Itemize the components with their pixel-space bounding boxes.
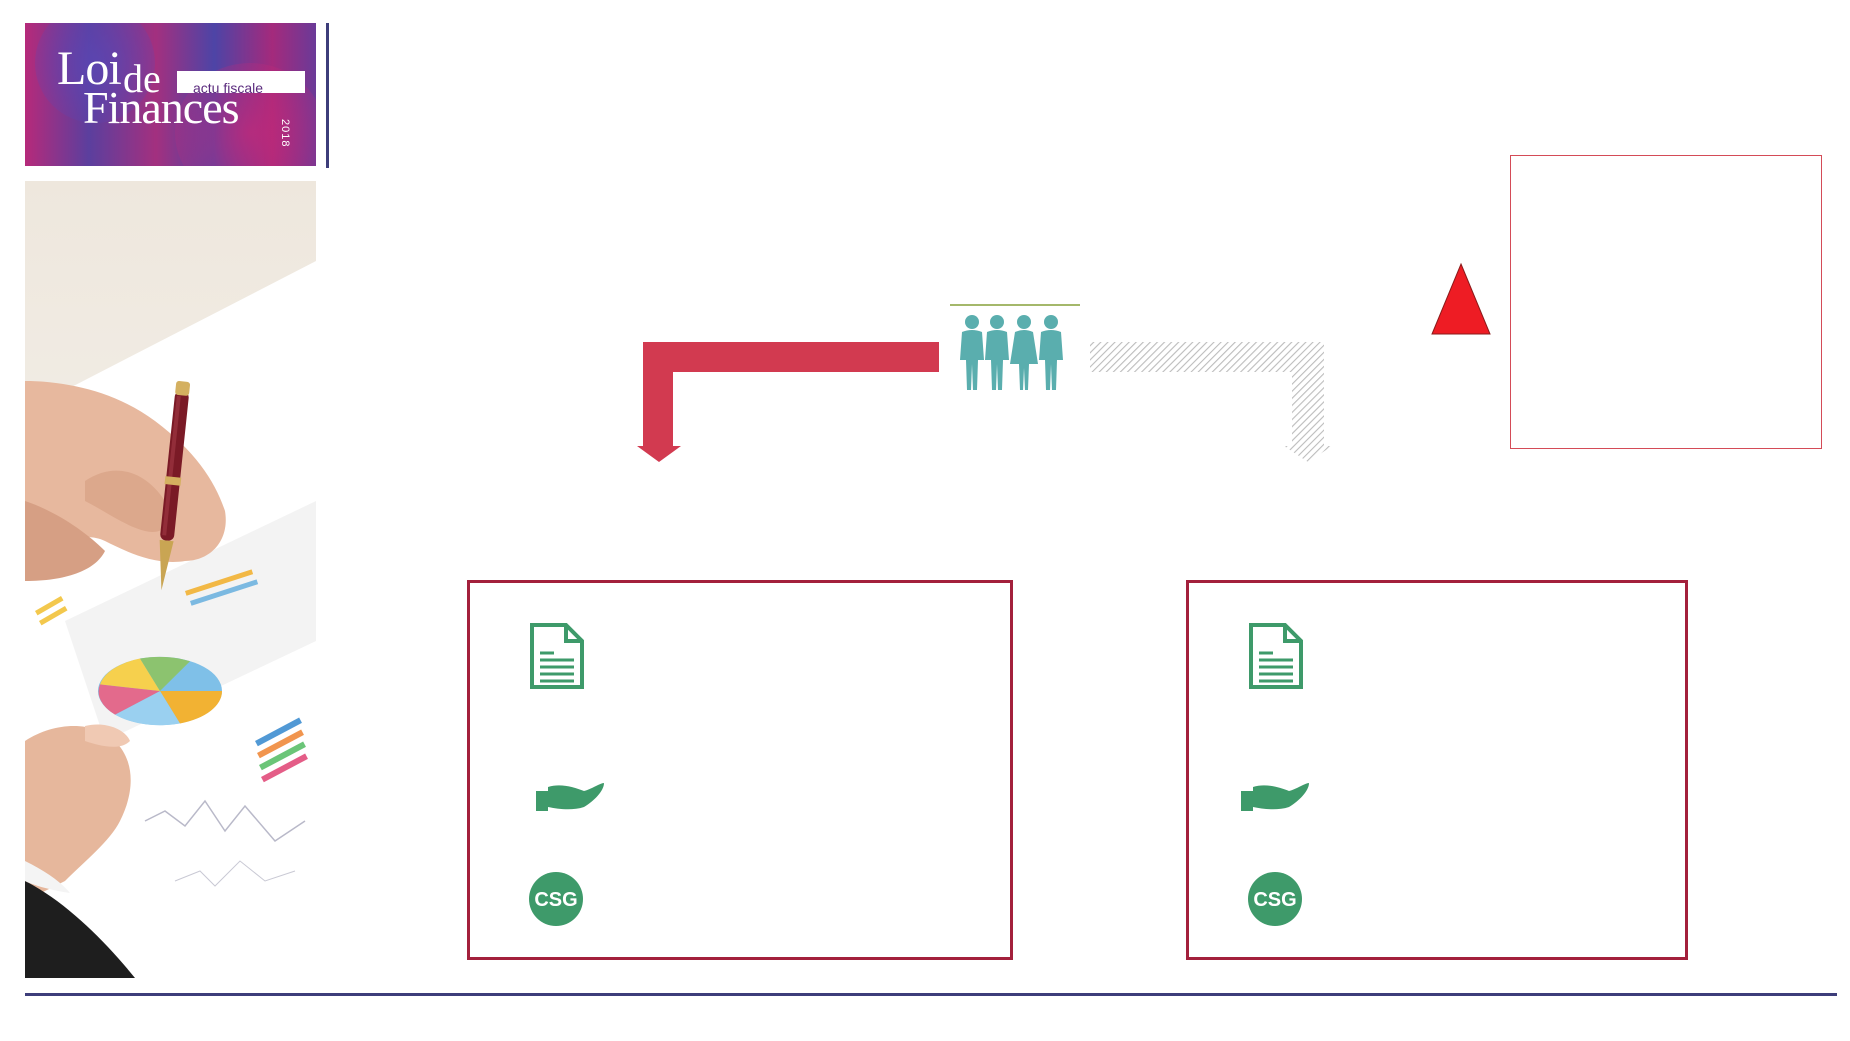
footer-divider <box>25 993 1837 996</box>
right-info-card: CSG <box>1186 580 1688 960</box>
group-of-people-icon <box>960 315 1063 390</box>
document-icon <box>1249 623 1303 689</box>
logo-year: 2018 <box>279 119 291 148</box>
logo-tagline: actu fiscale <box>193 80 264 96</box>
csg-badge-icon: CSG <box>529 872 583 926</box>
loi-de-finances-logo: Loi de actu fiscale Finances 2018 <box>25 23 316 166</box>
open-hand-icon <box>1241 783 1309 811</box>
right-branch-arrow <box>1090 342 1332 462</box>
people-underline <box>950 304 1080 306</box>
open-hand-icon <box>536 783 604 811</box>
left-branch-arrow <box>637 342 939 462</box>
document-icon <box>530 623 584 689</box>
csg-label: CSG <box>1253 889 1296 911</box>
logo-divider <box>326 23 329 168</box>
logo-word-finances: Finances <box>83 82 240 133</box>
left-info-card: CSG <box>467 580 1013 960</box>
logo-word-loi: Loi <box>57 42 122 95</box>
csg-label: CSG <box>534 889 577 911</box>
csg-badge-icon: CSG <box>1248 872 1302 926</box>
warning-note-box <box>1510 155 1822 449</box>
finance-charts-photo <box>25 181 316 978</box>
warning-triangle-icon <box>1431 262 1491 335</box>
logo-word-de: de <box>123 56 161 101</box>
